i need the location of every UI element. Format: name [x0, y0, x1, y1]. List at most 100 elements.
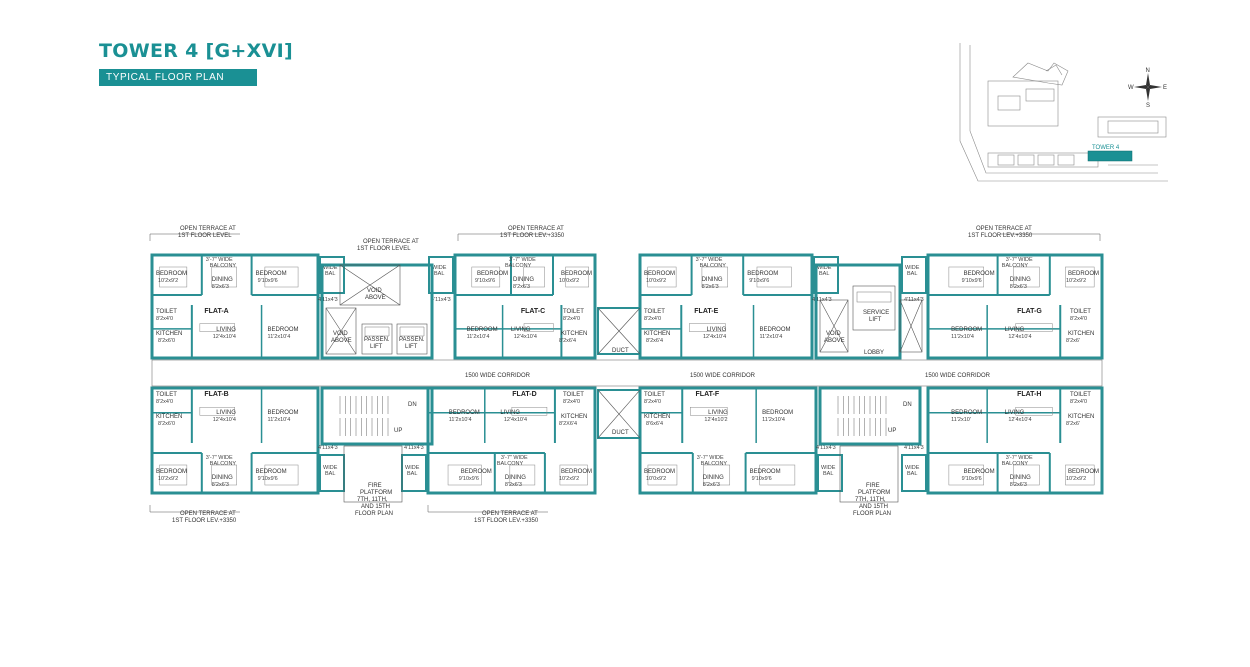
- svg-text:9'10x9'6: 9'10x9'6: [962, 476, 982, 482]
- svg-text:BAL: BAL: [434, 271, 444, 277]
- svg-text:3'-7" WIDE: 3'-7" WIDE: [206, 257, 233, 263]
- svg-text:WIDE: WIDE: [323, 465, 338, 471]
- svg-text:3'-7" WIDE: 3'-7" WIDE: [697, 455, 724, 461]
- svg-text:LIVING: LIVING: [1005, 410, 1025, 416]
- svg-text:11'2x10'4: 11'2x10'4: [760, 334, 783, 340]
- svg-text:BALCONY: BALCONY: [505, 263, 532, 269]
- svg-text:BEDROOM: BEDROOM: [449, 410, 480, 416]
- svg-text:8'2x6': 8'2x6': [1066, 338, 1080, 344]
- stair-left-lower: [320, 386, 434, 503]
- svg-text:LIVING: LIVING: [708, 410, 728, 416]
- svg-text:4'11x4'3: 4'11x4'3: [431, 297, 451, 303]
- svg-text:BALCONY: BALCONY: [210, 461, 237, 467]
- svg-text:BALCONY: BALCONY: [1002, 461, 1029, 467]
- page-title: TOWER 4 [G+XVI]: [99, 40, 293, 62]
- stair-right-dn: DN: [903, 402, 912, 408]
- svg-text:TOILET: TOILET: [156, 392, 177, 398]
- svg-text:BEDROOM: BEDROOM: [156, 469, 187, 475]
- svg-text:9'10x9'6: 9'10x9'6: [752, 476, 772, 482]
- svg-text:BEDROOM: BEDROOM: [461, 469, 492, 475]
- svg-text:PLATFORM: PLATFORM: [858, 490, 890, 496]
- svg-text:1ST FLOOR LEV.+3350: 1ST FLOOR LEV.+3350: [474, 518, 539, 524]
- compass-s: S: [1146, 103, 1150, 107]
- svg-text:FIRE: FIRE: [368, 483, 382, 489]
- svg-text:DINING: DINING: [212, 277, 233, 283]
- svg-text:10'2x9'2: 10'2x9'2: [158, 476, 178, 482]
- svg-text:1ST FLOOR LEV.+3350: 1ST FLOOR LEV.+3350: [172, 518, 237, 524]
- svg-text:BEDROOM: BEDROOM: [156, 271, 187, 277]
- svg-text:BEDROOM: BEDROOM: [256, 469, 287, 475]
- svg-text:KITCHEN: KITCHEN: [156, 414, 182, 420]
- compass-n: N: [1146, 68, 1150, 74]
- svg-text:WIDE: WIDE: [323, 265, 338, 271]
- stair-left-dn: DN: [408, 402, 417, 408]
- svg-text:BALCONY: BALCONY: [497, 461, 524, 467]
- svg-text:KITCHEN: KITCHEN: [561, 414, 587, 420]
- svg-text:BALCONY: BALCONY: [210, 263, 237, 269]
- svg-text:OPEN TERRACE AT: OPEN TERRACE AT: [180, 226, 236, 232]
- flat-name: FLAT-E: [694, 308, 718, 315]
- svg-text:LIVING: LIVING: [511, 327, 531, 333]
- key-plan: TOWER 4: [958, 41, 1172, 185]
- svg-text:9'10x9'6: 9'10x9'6: [962, 278, 982, 284]
- svg-text:7TH, 11TH,: 7TH, 11TH,: [357, 497, 388, 503]
- svg-text:BEDROOM: BEDROOM: [1068, 469, 1099, 475]
- svg-text:TOILET: TOILET: [563, 309, 584, 315]
- passen-lift-1b: LIFT: [370, 344, 383, 350]
- lobby-label: LOBBY: [864, 350, 884, 356]
- svg-text:FLOOR PLAN: FLOOR PLAN: [853, 511, 891, 517]
- duct-upper: DUCT: [612, 348, 629, 354]
- svg-text:10'2x9'2: 10'2x9'2: [559, 476, 579, 482]
- svg-text:8'2x4'0: 8'2x4'0: [563, 399, 580, 405]
- svg-text:BEDROOM: BEDROOM: [964, 469, 995, 475]
- svg-text:DINING: DINING: [703, 475, 724, 481]
- svg-text:11'2x10': 11'2x10': [951, 417, 971, 423]
- svg-text:WIDE: WIDE: [905, 265, 920, 271]
- passen-lift-2b: LIFT: [405, 344, 418, 350]
- svg-text:10'0x9'2: 10'0x9'2: [559, 278, 579, 284]
- svg-text:BEDROOM: BEDROOM: [750, 469, 781, 475]
- svg-text:KITCHEN: KITCHEN: [644, 414, 670, 420]
- svg-text:3'-7" WIDE: 3'-7" WIDE: [1006, 455, 1033, 461]
- svg-text:FLOOR PLAN: FLOOR PLAN: [355, 511, 393, 517]
- svg-text:AND 15TH: AND 15TH: [859, 504, 888, 510]
- svg-text:8'2x6'3: 8'2x6'3: [1010, 482, 1027, 488]
- svg-text:OPEN TERRACE AT: OPEN TERRACE AT: [976, 226, 1032, 232]
- svg-text:3'-7" WIDE: 3'-7" WIDE: [501, 455, 528, 461]
- svg-text:WIDE: WIDE: [905, 465, 920, 471]
- svg-text:10'2x9'2: 10'2x9'2: [1066, 476, 1086, 482]
- svg-text:3'-7" WIDE: 3'-7" WIDE: [1006, 257, 1033, 263]
- svg-text:9'10x9'6: 9'10x9'6: [749, 278, 769, 284]
- compass-w: W: [1128, 85, 1134, 91]
- service-lift-2: LIFT: [869, 317, 882, 323]
- svg-text:4'11x4'3: 4'11x4'3: [404, 445, 424, 451]
- svg-text:12'4x10'4: 12'4x10'4: [1008, 334, 1031, 340]
- duct-center: [597, 307, 641, 439]
- svg-text:11'2x10'4: 11'2x10'4: [762, 417, 785, 423]
- svg-text:BEDROOM: BEDROOM: [477, 271, 508, 277]
- svg-text:KITCHEN: KITCHEN: [644, 331, 670, 337]
- svg-text:LIVING: LIVING: [216, 327, 236, 333]
- svg-text:8'2x4'0: 8'2x4'0: [156, 316, 173, 322]
- compass-e: E: [1163, 85, 1167, 91]
- svg-text:OPEN TERRACE AT: OPEN TERRACE AT: [180, 511, 236, 517]
- svg-text:3'-7" WIDE: 3'-7" WIDE: [696, 257, 723, 263]
- svg-text:TOILET: TOILET: [644, 309, 665, 315]
- core-labels: OPEN TERRACE AT 1ST FLOOR LEVEL VOID ABO…: [149, 226, 1101, 524]
- svg-text:8'2x6'3: 8'2x6'3: [703, 482, 720, 488]
- svg-text:BAL: BAL: [907, 271, 917, 277]
- svg-text:10'2x9'2: 10'2x9'2: [1066, 278, 1086, 284]
- svg-text:OPEN TERRACE AT: OPEN TERRACE AT: [482, 511, 538, 517]
- corridor-right: 1500 WIDE CORRIDOR: [925, 373, 991, 379]
- svg-text:BEDROOM: BEDROOM: [747, 271, 778, 277]
- stair-right-up: UP: [888, 428, 896, 434]
- corridor: [151, 359, 1103, 387]
- corridor-left: 1500 WIDE CORRIDOR: [465, 373, 531, 379]
- svg-text:BEDROOM: BEDROOM: [561, 469, 592, 475]
